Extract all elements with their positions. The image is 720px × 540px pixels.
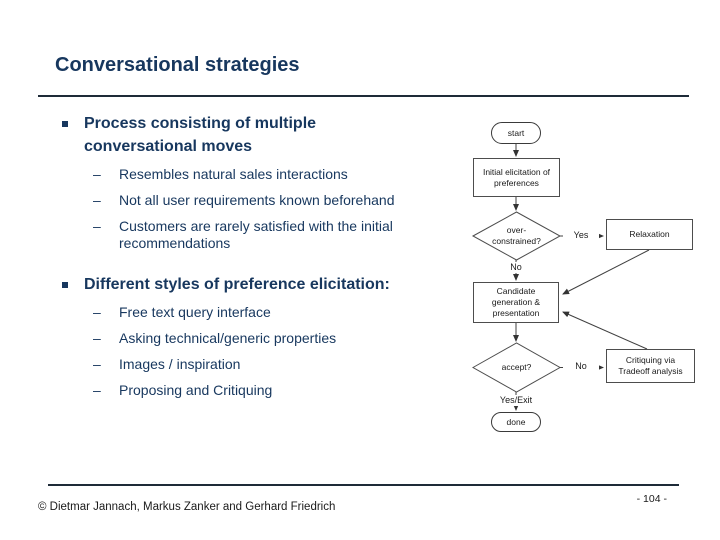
section-heading-row: Different styles of preference elicitati… (55, 273, 465, 296)
dash-bullet: – (93, 330, 101, 346)
list-item: – Images / inspiration (93, 356, 465, 373)
accept-diamond-shape (471, 342, 562, 393)
bullet-section-process: Process consisting of multiple conversat… (55, 112, 465, 252)
list-item-text: Proposing and Critiquing (119, 382, 273, 398)
edge-critiquing-to-candidate (562, 311, 648, 350)
list-item: – Resembles natural sales interactions (93, 166, 465, 183)
edge-label-no-accept: No (563, 361, 599, 372)
list-item-text: Images / inspiration (119, 356, 241, 372)
dash-bullet: – (93, 218, 101, 234)
list-item: – Asking technical/generic properties (93, 330, 465, 347)
flow-node-candidate-generation: Candidate generation & presentation (473, 282, 559, 323)
dash-bullet: – (93, 304, 101, 320)
sub-bullet-list: – Resembles natural sales interactions –… (93, 166, 465, 252)
dash-bullet: – (93, 382, 101, 398)
flow-node-overconstrained-label: over- constrained? (492, 225, 541, 246)
list-item-text: Not all user requirements known beforeha… (119, 192, 395, 208)
flow-node-critiquing: Critiquing via Tradeoff analysis (606, 349, 695, 383)
flow-node-initial-elicitation: Initial elicitation of preferences (473, 158, 560, 197)
square-bullet-icon (62, 121, 68, 127)
footer-copyright: © Dietmar Jannach, Markus Zanker and Ger… (38, 501, 336, 513)
list-item-text: Customers are rarely satisfied with the … (119, 218, 393, 251)
edge-label-no-overconstrained: No (504, 262, 528, 273)
flow-node-accept-label: accept? (501, 362, 532, 372)
page-title: Conversational strategies (55, 54, 300, 76)
list-item: – Customers are rarely satisfied with th… (93, 218, 465, 252)
edge-label-yes-exit: Yes/Exit (486, 395, 546, 406)
edge-relaxation-to-candidate (562, 249, 650, 295)
overconstrained-diamond-shape (471, 211, 562, 261)
flowchart-diagram: start Initial elicitation of preferences… (460, 110, 710, 450)
title-divider (38, 95, 689, 97)
sub-bullet-list: – Free text query interface – Asking tec… (93, 304, 465, 399)
list-item: – Not all user requirements known before… (93, 192, 465, 209)
list-item-text: Free text query interface (119, 304, 271, 320)
section-heading: Process consisting of multiple conversat… (84, 115, 317, 155)
square-bullet-icon (62, 282, 68, 288)
list-item-text: Asking technical/generic properties (119, 330, 337, 346)
flow-node-start: start (491, 122, 541, 144)
dash-bullet: – (93, 356, 101, 372)
bullet-section-styles: Different styles of preference elicitati… (55, 273, 465, 399)
dash-bullet: – (93, 192, 101, 208)
flowchart-connectors (471, 144, 650, 411)
bullet-content: Process consisting of multiple conversat… (55, 112, 465, 408)
section-heading: Different styles of preference elicitati… (84, 276, 390, 293)
list-item: – Proposing and Critiquing (93, 382, 465, 399)
dash-bullet: – (93, 166, 101, 182)
footer-divider (48, 484, 679, 486)
list-item-text: Resembles natural sales interactions (119, 166, 348, 182)
page-number: - 104 - (636, 493, 667, 505)
flow-node-done: done (491, 412, 541, 432)
edge-label-yes: Yes (563, 230, 599, 241)
section-heading-row: Process consisting of multiple conversat… (55, 112, 465, 158)
list-item: – Free text query interface (93, 304, 465, 321)
flow-node-relaxation: Relaxation (606, 219, 693, 250)
